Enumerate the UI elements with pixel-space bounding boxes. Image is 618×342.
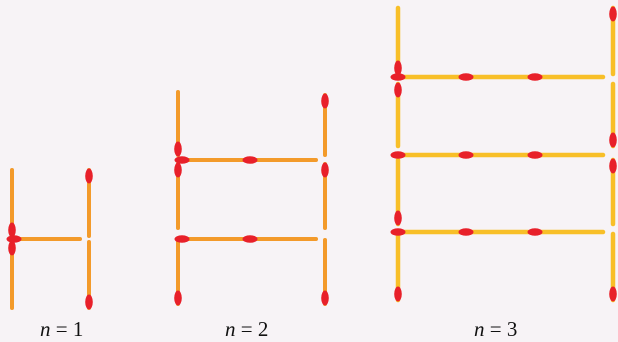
match-head <box>394 211 402 226</box>
figure-label-value: 3 <box>507 317 518 341</box>
match-head <box>321 94 329 109</box>
match-head <box>459 151 474 159</box>
figure-label-value: 2 <box>258 317 269 341</box>
match-head <box>174 142 182 157</box>
match-head <box>609 287 617 302</box>
match-head <box>321 291 329 306</box>
figure-label-n2: n = 2 <box>225 318 268 340</box>
match-head <box>7 235 22 243</box>
match-head <box>528 151 543 159</box>
match-head <box>459 73 474 81</box>
figure-label-equals: = <box>236 317 258 341</box>
match-head <box>528 73 543 81</box>
match-head <box>609 7 617 22</box>
match-head <box>609 159 617 174</box>
match-head <box>243 156 258 164</box>
match-head <box>175 235 190 243</box>
match-head <box>528 228 543 236</box>
match-head <box>391 228 406 236</box>
match-head <box>394 287 402 302</box>
match-head <box>391 73 406 81</box>
figure-label-equals: = <box>51 317 73 341</box>
match-head <box>85 295 93 310</box>
match-head <box>85 169 93 184</box>
figure-label-variable: n <box>40 317 51 341</box>
figure-label-variable: n <box>225 317 236 341</box>
match-head <box>174 163 182 178</box>
match-head <box>391 151 406 159</box>
match-head <box>394 83 402 98</box>
match-head <box>174 291 182 306</box>
figure-label-variable: n <box>474 317 485 341</box>
match-head <box>609 133 617 148</box>
match-head <box>459 228 474 236</box>
figure-label-n3: n = 3 <box>474 318 517 340</box>
match-head <box>243 235 258 243</box>
match-head <box>321 163 329 178</box>
figure-label-n1: n = 1 <box>40 318 83 340</box>
figure-label-value: 1 <box>73 317 84 341</box>
figure-label-equals: = <box>485 317 507 341</box>
match-head <box>175 156 190 164</box>
